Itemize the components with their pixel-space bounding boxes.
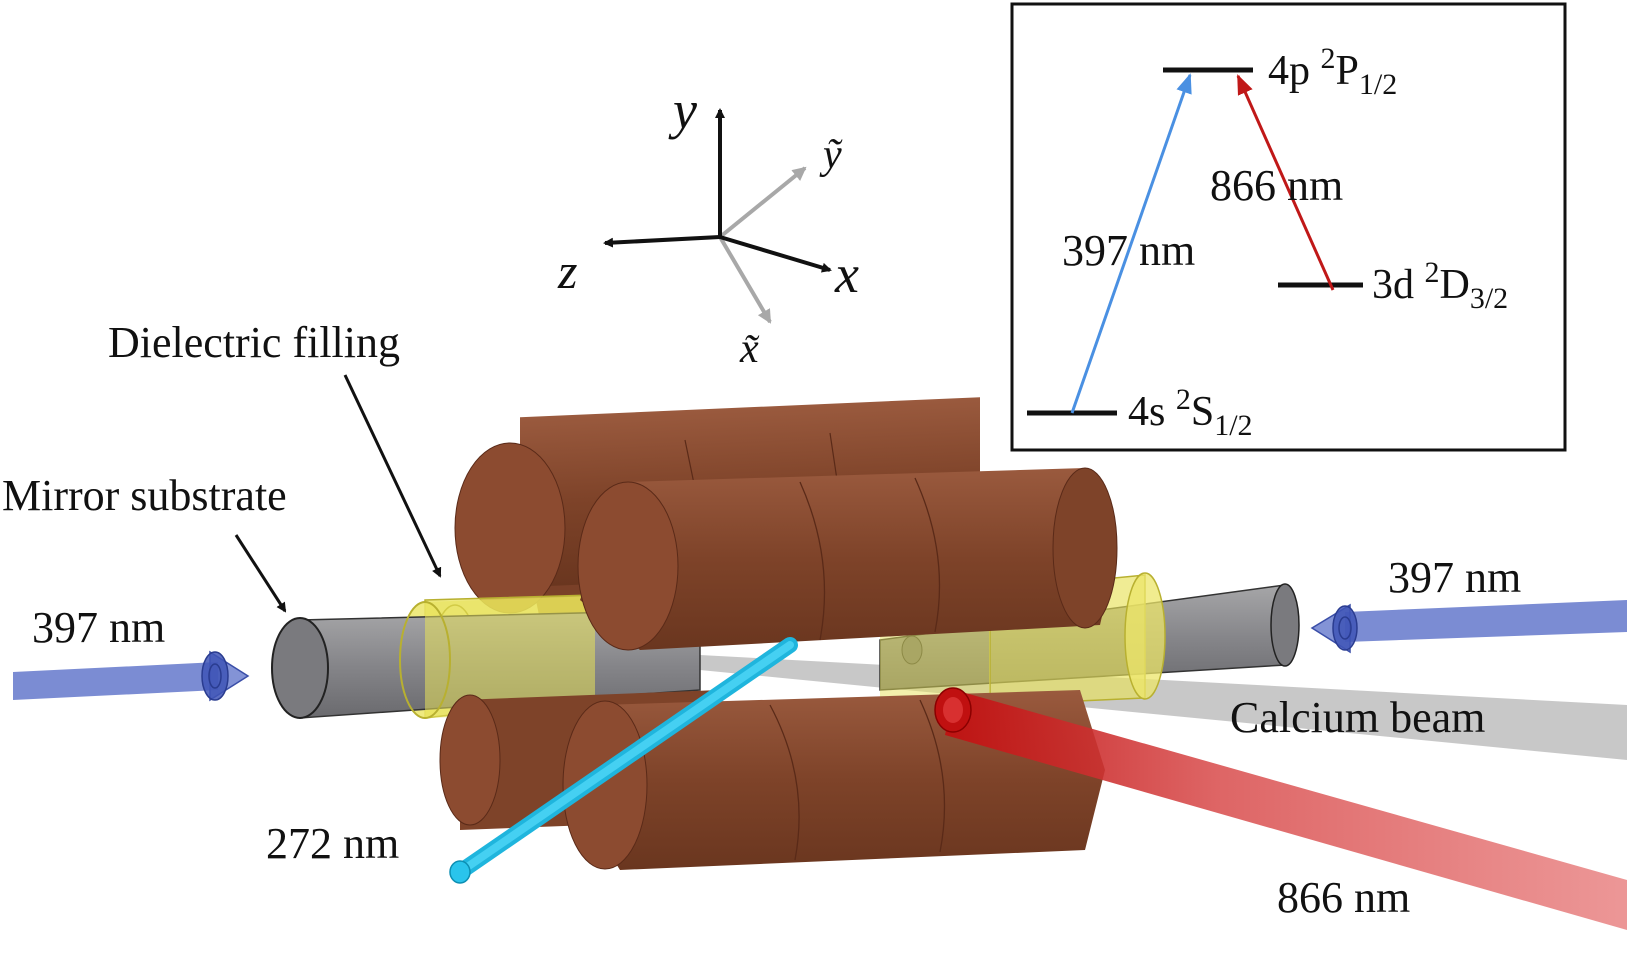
level-4p-label: 4p 2P1/2 bbox=[1268, 42, 1397, 101]
axis-x-label: x bbox=[834, 244, 859, 304]
left-dielectric-front bbox=[425, 596, 595, 718]
coordinate-axes bbox=[603, 108, 832, 324]
beam-397-left bbox=[13, 650, 250, 702]
dielectric-pointer-arrow bbox=[343, 374, 442, 578]
calcium-beam-label: Calcium beam bbox=[1230, 693, 1485, 742]
axis-y-label: y bbox=[668, 80, 697, 140]
axis-x-tilde-label: x̃ bbox=[739, 326, 760, 372]
level-3d-label: 3d 2D3/2 bbox=[1372, 256, 1508, 315]
beam-866 bbox=[945, 690, 1627, 930]
dielectric-filling-label: Dielectric filling bbox=[108, 318, 400, 367]
transition-397-arrow bbox=[1070, 73, 1192, 414]
right-dielectric bbox=[880, 572, 1166, 710]
mirror-substrate-label: Mirror substrate bbox=[2, 471, 287, 520]
axis-z-label: z bbox=[557, 243, 577, 299]
beam-397-right-label: 397 nm bbox=[1388, 553, 1521, 602]
transition-866-label: 866 nm bbox=[1210, 161, 1343, 210]
beam-272-label: 272 nm bbox=[266, 819, 399, 868]
beam-397-left-label: 397 nm bbox=[32, 603, 165, 652]
transition-397-label: 397 nm bbox=[1062, 226, 1195, 275]
transition-866-arrow bbox=[1236, 74, 1335, 291]
front-electrodes-top bbox=[577, 467, 1118, 651]
energy-level-inset: 397 nm 866 nm 4p 2P1/2 3d 2D3/2 4s 2S1/2 bbox=[1010, 2, 1567, 452]
beam-866-label: 866 nm bbox=[1277, 873, 1410, 922]
mirror-pointer-arrow bbox=[234, 534, 287, 613]
axis-y-tilde-label: ỹ bbox=[819, 132, 843, 178]
beam-397-right bbox=[1310, 600, 1627, 654]
level-4s-label: 4s 2S1/2 bbox=[1128, 383, 1253, 442]
